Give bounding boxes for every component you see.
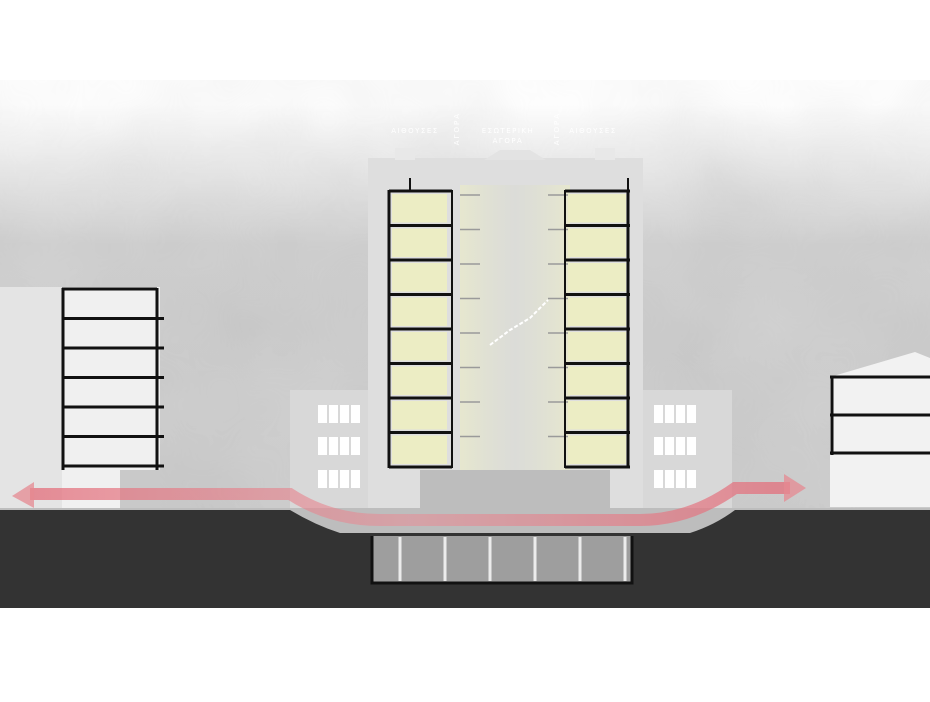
left-wing-window (340, 470, 349, 488)
left-wing-window (318, 437, 327, 455)
left-wing-window (318, 405, 327, 423)
label-right-classrooms: ΑΙΘΟΥΣΕΣ (569, 127, 617, 135)
central-stair (489, 299, 549, 346)
left-neighbor-back-block (0, 287, 62, 509)
ground-section (0, 508, 930, 698)
right-classroom-room (568, 263, 626, 292)
bottom-margin (0, 608, 930, 698)
tower-section (368, 148, 643, 510)
label-vertical-market-right: ΑΓΟΡΑ (553, 112, 561, 146)
left-wing-window (329, 470, 338, 488)
roof-structure-right (595, 148, 615, 160)
right-classroom-room (568, 332, 626, 361)
right-wing-block (640, 390, 732, 508)
left-classroom-room (392, 228, 447, 257)
right-wing-window (676, 405, 685, 423)
right-wing-window (676, 437, 685, 455)
left-wing-window (318, 470, 327, 488)
left-wing-window (329, 437, 338, 455)
roof-structure-left (395, 148, 415, 160)
left-classroom-room (392, 332, 447, 361)
label-vertical-market-left: ΑΓΟΡΑ (453, 112, 461, 146)
left-classroom-room (392, 263, 447, 292)
left-classroom-room (392, 366, 447, 395)
neighbor-buildings (0, 287, 930, 510)
right-neighbor-building (830, 352, 930, 507)
ground-floor-hall (420, 470, 610, 510)
pedestrian-flow-arrow (12, 474, 806, 526)
right-classroom-room (568, 297, 626, 326)
flow-arrow-head-left (12, 482, 34, 508)
flow-arrow-path (30, 482, 790, 526)
left-wing-window (351, 470, 360, 488)
left-wing-window (340, 405, 349, 423)
right-classroom-room (568, 366, 626, 395)
right-wing-window (654, 470, 663, 488)
roof-skylight (484, 150, 546, 160)
right-wing-window (654, 437, 663, 455)
left-wing-window (329, 405, 338, 423)
left-classroom-room (392, 401, 447, 430)
right-wing-window (665, 470, 674, 488)
basement-level (372, 536, 632, 582)
left-classroom-room (392, 194, 447, 223)
right-wing-window (687, 405, 696, 423)
left-classroom-room (392, 435, 447, 464)
basement-wall (370, 536, 634, 585)
right-wing-window (665, 437, 674, 455)
left-wing-window (351, 405, 360, 423)
right-classroom-room (568, 401, 626, 430)
right-wing-window (665, 405, 674, 423)
label-inner-market-top: ΕΣΩΤΕΡΙΚΗ (481, 127, 535, 135)
right-wing-window (687, 470, 696, 488)
right-wing-window (654, 405, 663, 423)
label-inner-market-bottom: ΑΓΟΡΑ (492, 137, 524, 145)
right-classroom-room (568, 194, 626, 223)
left-wing-window (351, 437, 360, 455)
flow-arrow-head-right (784, 474, 806, 502)
label-left-classrooms: ΑΙΘΟΥΣΕΣ (391, 127, 439, 135)
right-classroom-room (568, 228, 626, 257)
right-wing-window (676, 470, 685, 488)
left-classroom-room (392, 297, 447, 326)
right-wing-window (687, 437, 696, 455)
side-wings (290, 390, 732, 508)
right-classroom-room (568, 435, 626, 464)
left-wing-window (340, 437, 349, 455)
